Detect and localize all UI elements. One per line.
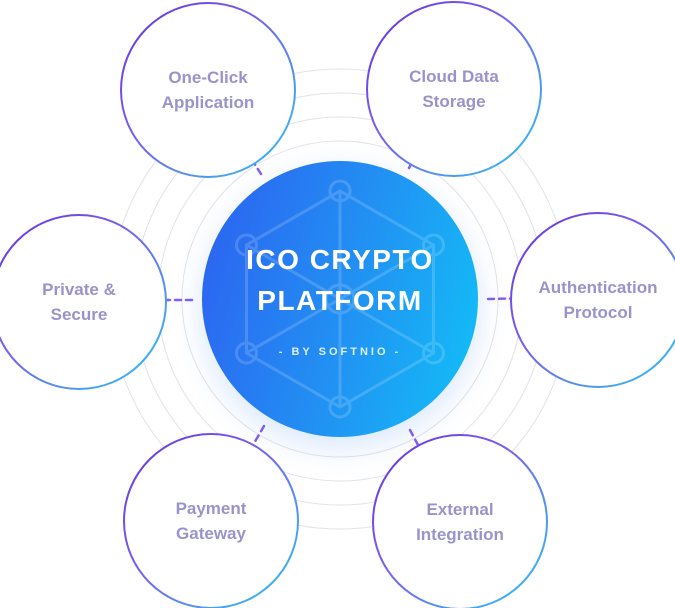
satellite-label-line2: Integration (416, 525, 504, 544)
satellite-label-line1: Payment (175, 498, 247, 518)
center-node: ICO CRYPTO PLATFORM - BY SOFTNIO - (202, 161, 478, 437)
center-title-line1: ICO CRYPTO (246, 244, 434, 276)
satellite-label-line1: Authentication (538, 277, 658, 297)
satellite-label-line1: Cloud Data (409, 66, 499, 86)
satellite-label-line2: Protocol (563, 303, 633, 322)
satellite-private-secure: Private & Secure (0, 214, 167, 390)
satellite-external-integration: External Integration (372, 434, 548, 608)
satellite-cloud-data-storage: Cloud Data Storage (366, 1, 542, 177)
satellite-one-click-application: One-Click Application (120, 2, 296, 178)
satellite-label-line1: Private & (42, 279, 116, 299)
satellite-label-line1: One-Click (168, 67, 248, 87)
satellite-authentication-protocol: Authentication Protocol (510, 212, 675, 388)
satellite-label-line2: Gateway (176, 524, 246, 543)
center-title-line2: PLATFORM (257, 285, 423, 316)
center-text-block: ICO CRYPTO PLATFORM - BY SOFTNIO - (246, 240, 434, 357)
satellite-label-line2: Storage (422, 92, 486, 111)
center-subtitle: - BY SOFTNIO - (278, 345, 402, 358)
satellite-label-line2: Application (161, 93, 255, 112)
satellite-label-line1: External (426, 499, 494, 519)
satellite-label-line2: Secure (50, 305, 108, 324)
satellite-payment-gateway: Payment Gateway (123, 433, 299, 608)
hexagon-network-icon (235, 179, 445, 419)
